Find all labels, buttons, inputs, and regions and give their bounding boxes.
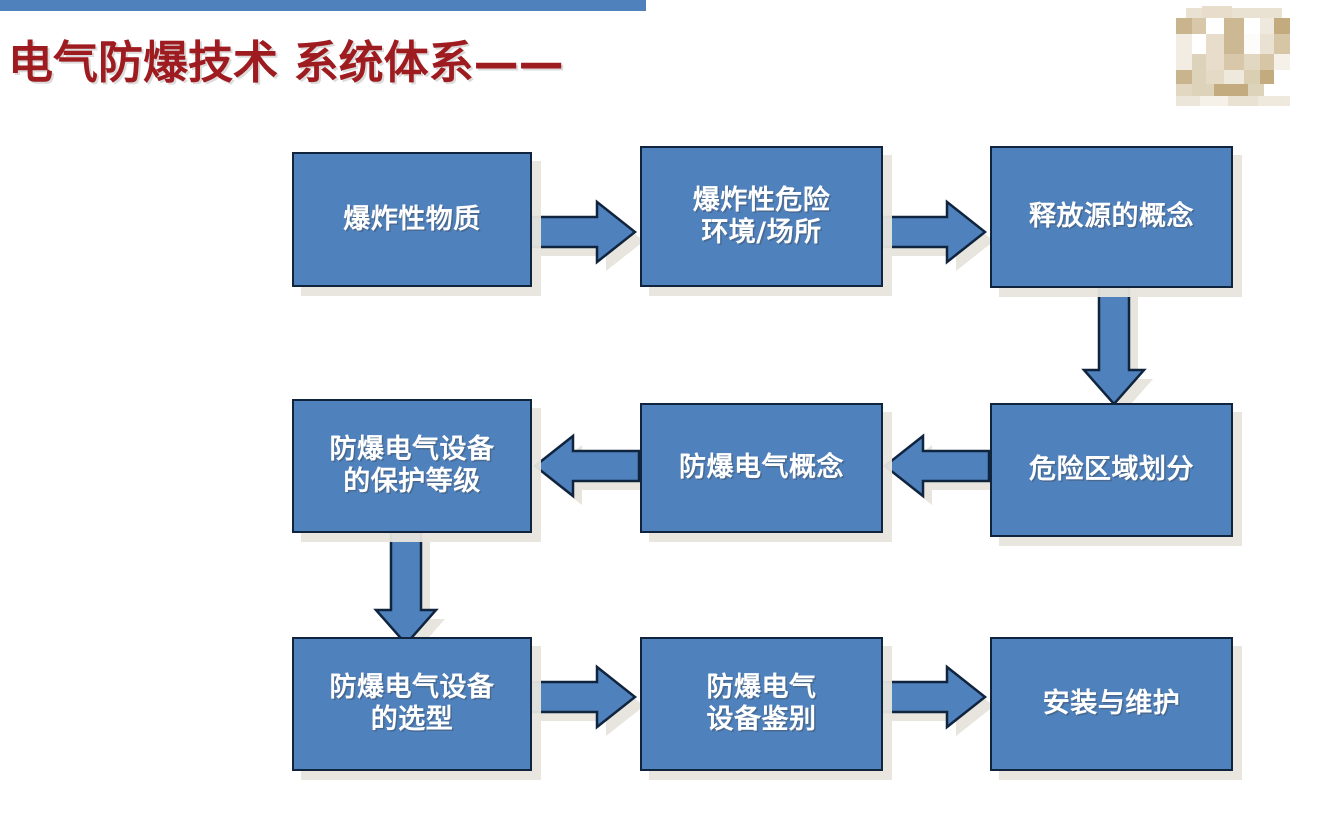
arrow-left-n6-n5 [877, 430, 1002, 505]
arrow-down-n3-n6 [1078, 282, 1154, 413]
arrow-right-n2-n3 [877, 196, 1002, 271]
arrow-left-n5-n4 [527, 430, 652, 505]
arrow-right-n8-n9 [877, 661, 1002, 736]
flow-node-release-source-concept[interactable]: 释放源的概念 [990, 146, 1233, 288]
flow-node-hazardous-area-classification[interactable]: 危险区域划分 [990, 403, 1233, 537]
arrow-right-n7-n8 [527, 661, 652, 736]
flow-node-label: 危险区域划分 [1029, 454, 1194, 486]
arrow-down-n4-n7 [370, 522, 446, 653]
flow-node-label: 防爆电气概念 [679, 452, 844, 484]
flow-node-equipment-identification[interactable]: 防爆电气 设备鉴别 [640, 637, 883, 771]
flow-node-label: 防爆电气 设备鉴别 [706, 672, 817, 735]
flow-node-label: 安装与维护 [1042, 688, 1181, 720]
flow-node-installation-maintenance[interactable]: 安装与维护 [990, 637, 1233, 771]
flow-node-label: 爆炸性危险 环境/场所 [692, 184, 831, 248]
flow-node-protection-level[interactable]: 防爆电气设备 的保护等级 [292, 399, 532, 533]
arrow-right-n1-n2 [527, 196, 652, 271]
flow-node-label: 防爆电气设备 的保护等级 [329, 434, 495, 497]
company-logo-icon [1176, 4, 1290, 106]
title-accent-bar [0, 0, 646, 11]
flow-node-label: 防爆电气设备 的选型 [329, 672, 495, 735]
flow-node-explosive-hazard-environment[interactable]: 爆炸性危险 环境/场所 [640, 146, 883, 287]
flow-node-explosion-proof-concept[interactable]: 防爆电气概念 [640, 403, 883, 533]
flow-node-equipment-selection[interactable]: 防爆电气设备 的选型 [292, 637, 532, 771]
flow-node-explosive-substance[interactable]: 爆炸性物质 [292, 152, 532, 287]
flow-node-label: 爆炸性物质 [343, 203, 481, 235]
flow-node-label: 释放源的概念 [1029, 201, 1194, 233]
page-title: 电气防爆技术 系统体系—— [8, 36, 564, 89]
logo-svg [1176, 4, 1290, 106]
